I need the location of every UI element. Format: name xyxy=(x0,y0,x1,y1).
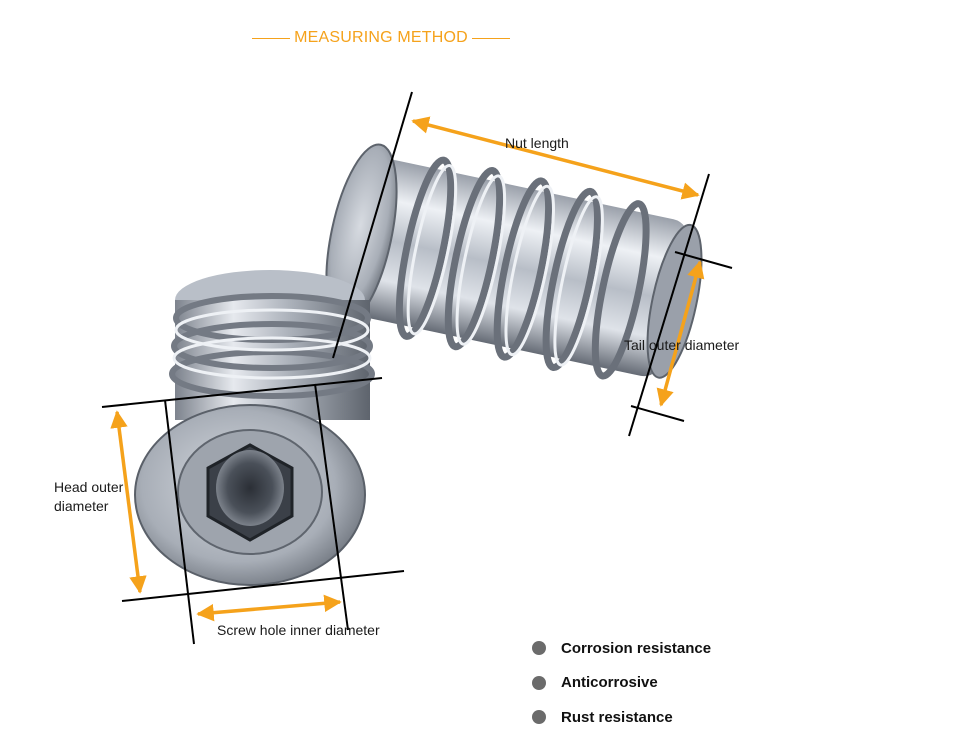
tail-outer-diameter-label: Tail outer diameter xyxy=(624,337,740,353)
bullet-icon xyxy=(532,641,546,656)
head-diameter-arrow xyxy=(110,410,147,594)
head-outer-diameter-line2: diameter xyxy=(54,498,109,514)
feature-label: Corrosion resistance xyxy=(561,639,712,657)
feature-label: Anticorrosive xyxy=(561,674,658,692)
nut-length-label: Nut length xyxy=(505,135,569,151)
screw-hole-guide-right xyxy=(314,383,349,631)
head-diameter-guide-top xyxy=(101,377,383,408)
head-outer-diameter-line1: Head outer xyxy=(54,479,124,495)
screw-hole-guide-left xyxy=(164,399,195,645)
feature-item: Anticorrosive xyxy=(532,666,711,701)
tilted-nut-illustration xyxy=(325,143,703,380)
head-outer-diameter-label: Head outer diameter xyxy=(54,478,123,516)
measurement-arrows xyxy=(110,116,705,622)
tail-diameter-guide-top xyxy=(674,251,733,269)
screw-hole-inner-diameter-label: Screw hole inner diameter xyxy=(217,622,380,638)
page-title-text: MEASURING METHOD xyxy=(294,29,468,46)
title-rule-left xyxy=(252,37,291,39)
title-rule-right xyxy=(471,37,510,39)
tail-diameter-arrow xyxy=(656,260,705,407)
front-nut-illustration xyxy=(134,270,375,586)
nut-length-arrow xyxy=(411,116,700,200)
screw-hole-arrow xyxy=(196,594,342,622)
page-title: MEASURING METHOD xyxy=(250,27,512,49)
feature-item: Corrosion resistance xyxy=(532,631,711,666)
feature-item: Rust resistance xyxy=(532,700,711,735)
feature-list: Corrosion resistance Anticorrosive Rust … xyxy=(532,631,711,735)
tail-diameter-guide-bottom xyxy=(630,405,685,422)
bullet-icon xyxy=(532,710,546,725)
head-diameter-guide-bottom xyxy=(121,570,405,602)
nut-length-guide-left xyxy=(332,91,413,359)
bullet-icon xyxy=(532,675,546,690)
feature-label: Rust resistance xyxy=(561,708,673,726)
